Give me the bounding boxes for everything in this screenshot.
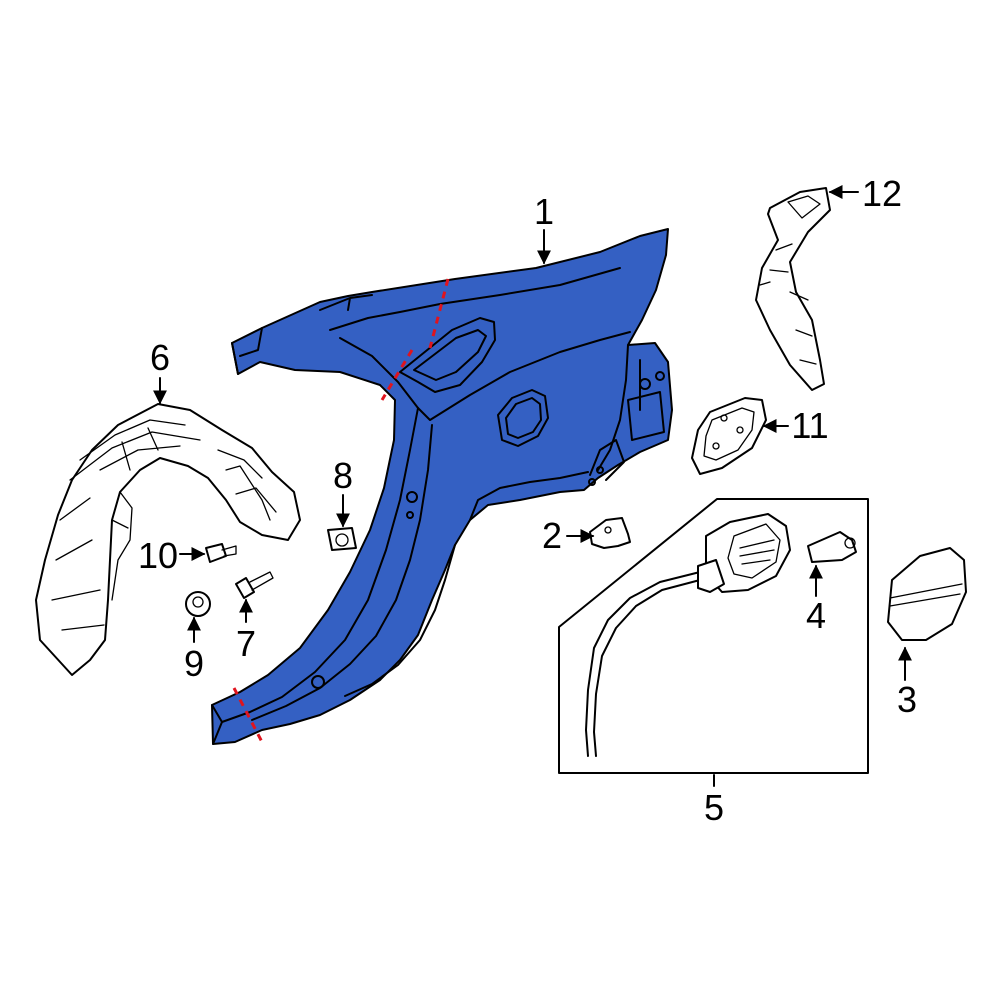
fuel-door[interactable] (887, 547, 967, 641)
quarter-panel-bottom-edge (211, 704, 223, 745)
callout-8: 8 (333, 455, 353, 496)
quarter-panel-hole (406, 511, 414, 519)
quarter-panel-pillar-line (221, 407, 419, 723)
fuel-door-housing-hole (712, 442, 720, 450)
fuel-filler-housing-ring (727, 523, 781, 579)
fuel-filler-actuator (697, 559, 725, 593)
callout-3: 3 (897, 679, 917, 720)
fender-plug-body (327, 527, 357, 551)
callout-6: 6 (150, 337, 170, 378)
fuel-filler-assembly-box (558, 498, 869, 774)
cut-lines (232, 278, 450, 743)
fuel-door-stripe (889, 583, 963, 607)
quarter-panel-hole (596, 466, 604, 474)
nut-9-washer (185, 591, 211, 617)
nut-9-hole (192, 596, 204, 608)
callout-2: 2 (542, 515, 562, 556)
fuel-door-opening-inner (505, 397, 542, 439)
callout-labels: 1 2 3 4 5 6 7 8 9 10 11 12 (138, 173, 917, 828)
quarter-panel-belt-line (339, 331, 631, 421)
quarter-panel-window-frame (399, 317, 496, 393)
quarter-panel-wheel-arch-line (469, 471, 589, 521)
cut-line-pillar (380, 349, 414, 401)
quarter-panel-front-edge (231, 327, 263, 375)
reinforcement-bracket-details (759, 195, 821, 365)
fuel-door-housing[interactable] (691, 397, 767, 475)
wheelhouse-liner-outline (35, 403, 301, 676)
bracket-2[interactable] (589, 517, 631, 549)
quarter-panel-hole (655, 371, 665, 381)
fuel-door-panel (887, 547, 967, 641)
bolt-7-shank (249, 571, 274, 591)
fuel-door-actuator-body (807, 531, 857, 563)
quarter-panel-rocker-line (344, 544, 456, 697)
callout-9: 9 (184, 643, 204, 684)
leader-lines (153, 185, 912, 787)
fuel-filler-housing[interactable] (697, 513, 791, 593)
callout-5: 5 (704, 787, 724, 828)
assembly-box-outline (558, 498, 869, 774)
fuel-door-opening (497, 389, 549, 447)
fuel-door-housing-body (691, 397, 767, 475)
fuel-filler-housing-ribs (739, 539, 775, 565)
quarter-panel[interactable] (211, 228, 673, 745)
fender-plug[interactable] (327, 527, 357, 551)
callout-10: 10 (138, 535, 178, 576)
callout-12: 12 (862, 173, 902, 214)
bolt-7-head (235, 577, 255, 599)
quarter-panel-window-inner (413, 329, 487, 381)
bolt-10[interactable] (205, 543, 237, 563)
fuel-filler-cable (585, 571, 701, 757)
bolt-7[interactable] (235, 571, 274, 599)
callout-7: 7 (236, 623, 256, 664)
callout-1: 1 (534, 191, 554, 232)
quarter-panel-lower-rear (589, 439, 625, 481)
fuel-door-actuator-end (844, 537, 856, 549)
wheelhouse-liner-ribs (51, 419, 277, 631)
fuel-door-housing-inner (703, 407, 755, 461)
fuel-door-housing-hole (736, 426, 744, 434)
quarter-panel-hole (639, 378, 651, 390)
fuel-door-actuator[interactable] (807, 531, 857, 563)
reinforcement-bracket-body (755, 187, 831, 391)
quarter-panel-body (211, 228, 673, 745)
bracket-2-hole (604, 526, 612, 534)
quarter-panel-pillar-line-2 (251, 424, 433, 721)
fuel-filler-cable-2 (593, 579, 701, 757)
nut-9[interactable] (185, 591, 211, 617)
callout-4: 4 (806, 595, 826, 636)
bolt-10-head (205, 543, 227, 563)
fender-plug-hole (335, 533, 349, 547)
wheelhouse-liner-inner-flange (111, 491, 133, 601)
fuel-door-housing-hole (720, 414, 728, 422)
quarter-panel-hole (406, 491, 418, 503)
callout-11: 11 (791, 405, 828, 446)
cut-line-lower (232, 687, 264, 743)
bolt-10-shank (221, 545, 237, 557)
quarter-panel-hole (588, 478, 596, 486)
reinforcement-bracket[interactable] (755, 187, 831, 391)
quarter-panel-hole (311, 675, 325, 689)
wheelhouse-liner[interactable] (35, 403, 301, 676)
